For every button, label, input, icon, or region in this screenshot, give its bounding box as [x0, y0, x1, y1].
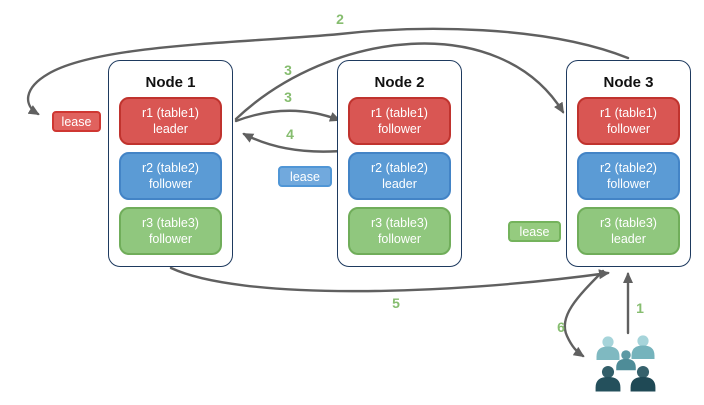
replica-name: r3 (table3): [371, 215, 428, 230]
step-label-3a: 3: [284, 62, 292, 78]
replica-name: r3 (table3): [600, 215, 657, 230]
arrow-step-3-to-node2: [234, 109, 341, 123]
node-3-replica-r2: r2 (table2) follower: [577, 152, 680, 200]
replica-role: follower: [606, 177, 651, 191]
person-body: [596, 346, 620, 360]
users-icon: [595, 335, 656, 392]
step-label-6: 6: [557, 319, 565, 335]
person-head: [621, 350, 631, 360]
person-head: [601, 365, 615, 379]
replica-name: r1 (table1): [142, 105, 199, 120]
replica-role: follower: [606, 122, 651, 136]
lease-tag-r2: lease: [278, 166, 332, 187]
node-2-title: Node 2: [374, 74, 425, 91]
replica-role: leader: [382, 177, 417, 191]
node-1-replica-r3: r3 (table3) follower: [119, 207, 222, 255]
node-2-replica-r3: r3 (table3) follower: [348, 207, 451, 255]
lease-label: lease: [61, 114, 92, 129]
lease-tag-r1: lease: [52, 111, 101, 132]
arrow-step-5: [169, 266, 610, 293]
user-person-center: [616, 350, 636, 371]
replica-role: follower: [148, 177, 193, 191]
arrow-step-4: [242, 132, 354, 153]
user-person-front-left: [595, 365, 621, 392]
user-person-front-right: [630, 365, 656, 392]
node-2: Node 2 r1 (table1) follower r2 (table2) …: [337, 60, 462, 267]
node-3-title: Node 3: [603, 74, 654, 91]
replica-role: follower: [377, 232, 422, 246]
person-head: [602, 336, 614, 348]
user-person-back-left: [596, 336, 620, 360]
person-head: [636, 365, 650, 379]
person-body: [630, 376, 656, 392]
person-head: [637, 335, 649, 347]
step-label-5: 5: [392, 295, 400, 311]
node-1-title: Node 1: [145, 74, 196, 91]
node-2-replica-r1: r1 (table1) follower: [348, 97, 451, 145]
user-person-back-right: [631, 335, 655, 359]
person-body: [631, 345, 655, 359]
replica-name: r1 (table1): [600, 105, 657, 120]
replica-name: r2 (table2): [142, 160, 199, 175]
node-2-replica-r2: r2 (table2) leader: [348, 152, 451, 200]
person-body: [595, 376, 621, 392]
replica-name: r2 (table2): [600, 160, 657, 175]
person-body: [616, 358, 636, 371]
node-3-replica-r1: r1 (table1) follower: [577, 97, 680, 145]
node-3: Node 3 r1 (table1) follower r2 (table2) …: [566, 60, 691, 267]
replica-role: follower: [148, 232, 193, 246]
step-label-4: 4: [286, 126, 294, 142]
replica-role: leader: [611, 232, 646, 246]
replica-name: r3 (table3): [142, 215, 199, 230]
lease-label: lease: [519, 224, 550, 239]
replica-name: r1 (table1): [371, 105, 428, 120]
replica-role: follower: [377, 122, 422, 136]
node-1: Node 1 r1 (table1) leader r2 (table2) fo…: [108, 60, 233, 267]
node-1-replica-r1: r1 (table1) leader: [119, 97, 222, 145]
lease-label: lease: [290, 169, 320, 184]
node-1-replica-r2: r2 (table2) follower: [119, 152, 222, 200]
replica-name: r2 (table2): [371, 160, 428, 175]
node-3-replica-r3: r3 (table3) leader: [577, 207, 680, 255]
step-label-3b: 3: [284, 89, 292, 105]
step-label-1: 1: [636, 300, 644, 316]
lease-tag-r3: lease: [508, 221, 561, 242]
replica-role: leader: [153, 122, 188, 136]
arrow-step-6: [563, 269, 605, 358]
step-label-2: 2: [336, 11, 344, 27]
